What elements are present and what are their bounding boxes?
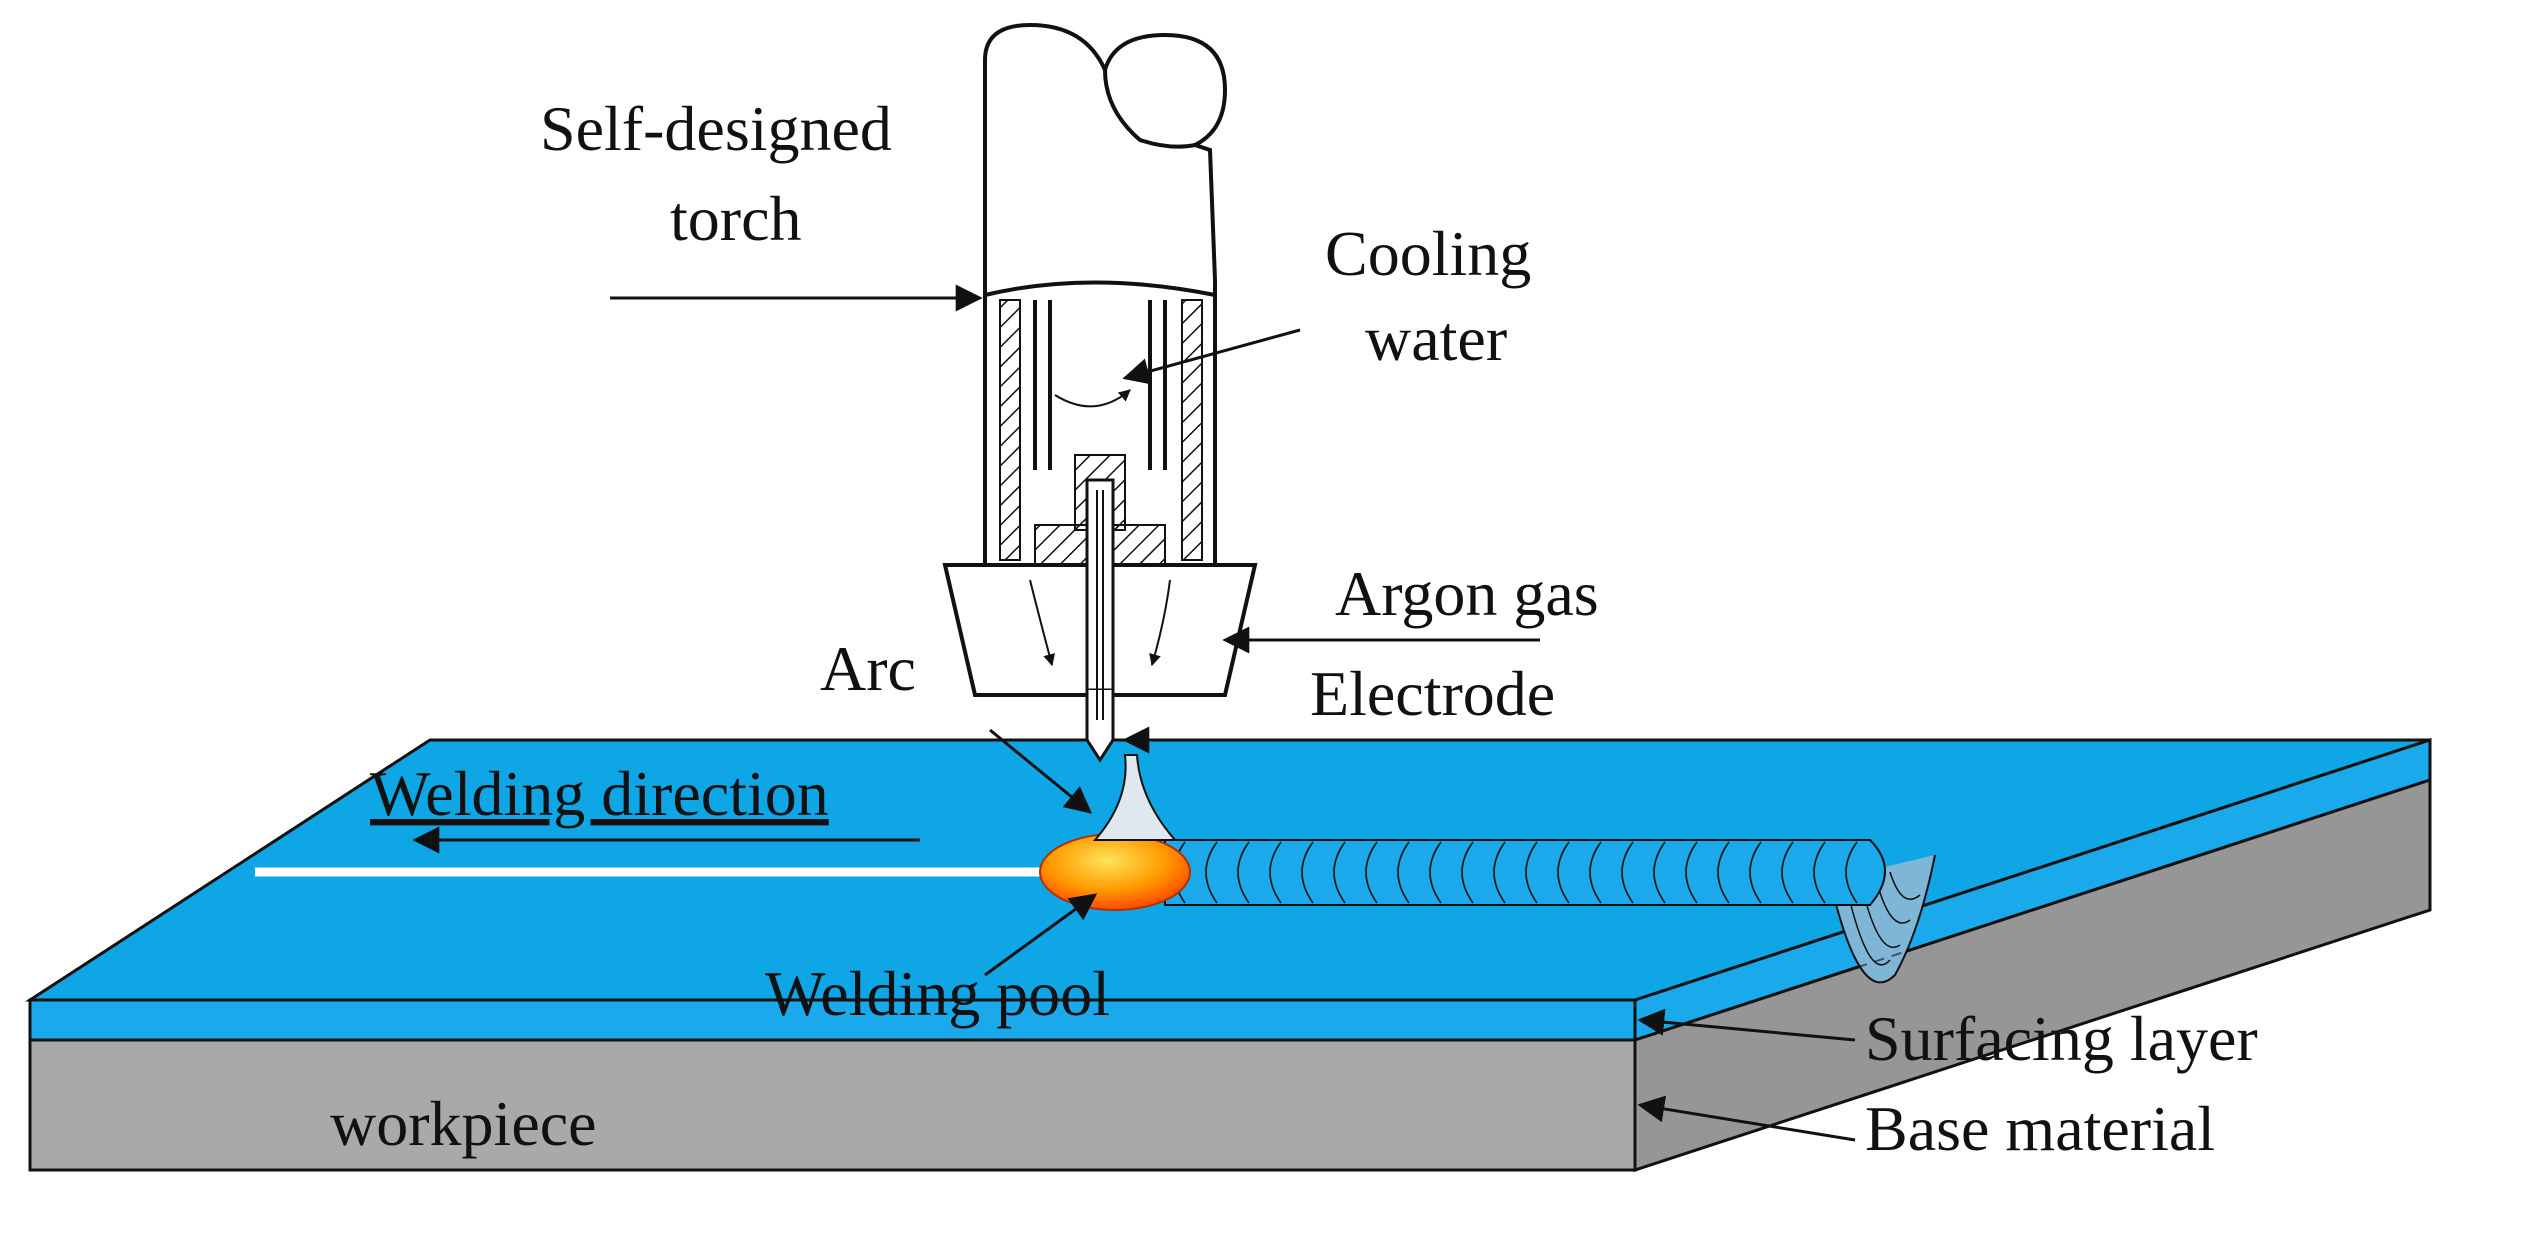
- surfacing-pointer: [1637, 1008, 1856, 1042]
- base-label: Base material: [1865, 1093, 2215, 1164]
- bead-ripple: [1717, 841, 1730, 904]
- welding-pool: [1039, 833, 1191, 911]
- bead-ripple: [1429, 841, 1442, 904]
- electrode: [1085, 478, 1115, 763]
- base-material-side: [1633, 777, 2432, 1173]
- bead-ripple: [1397, 841, 1410, 904]
- bead-ripple: [1621, 841, 1634, 904]
- arc-cone: [1092, 754, 1178, 841]
- base-material-front: [28, 1038, 1637, 1172]
- arc-label: Arc: [820, 633, 916, 704]
- bead-ripple: [1493, 841, 1506, 904]
- workpiece-label: workpiece: [330, 1088, 597, 1159]
- flow-arrows: [1029, 389, 1171, 667]
- bead-ripple: [1813, 841, 1826, 904]
- bead-ripple: [1781, 841, 1794, 904]
- bead-ripple: [1205, 841, 1218, 904]
- cooling-label-line2: water: [1365, 303, 1507, 374]
- bead-ripple: [1365, 841, 1378, 904]
- base-pointer: [1637, 1095, 1856, 1142]
- direction-label: Welding direction: [370, 758, 829, 829]
- cooling-pointer: [1122, 328, 1301, 385]
- bead-ripple: [1749, 841, 1762, 904]
- weld-bead: [1164, 839, 1886, 906]
- arc-pointer: [989, 728, 1093, 814]
- bead-ripple: [1237, 841, 1250, 904]
- bead-ripple: [1557, 841, 1570, 904]
- pointer-arrows: [412, 284, 1856, 1142]
- bead-ripple: [1653, 841, 1666, 904]
- torch-label-line1: Self-designed: [540, 93, 892, 164]
- bead-ripple: [1589, 841, 1602, 904]
- bead-ripple: [1461, 841, 1474, 904]
- bead-ripple: [1845, 841, 1858, 904]
- cooling-label-line1: Cooling: [1325, 218, 1531, 289]
- pool-pointer: [984, 893, 1098, 977]
- torch-label-line2: torch: [670, 183, 802, 254]
- bead-ripple: [1333, 841, 1346, 904]
- bead-ripple: [1525, 841, 1538, 904]
- argon-label: Argon gas: [1335, 558, 1599, 629]
- bead-ripple: [1269, 841, 1282, 904]
- electrode-label: Electrode: [1310, 658, 1555, 729]
- bead-ripple: [1301, 841, 1314, 904]
- bead-ripple: [1685, 841, 1698, 904]
- pool-label: Welding pool: [765, 958, 1110, 1029]
- surfacing-label: Surfacing layer: [1865, 1003, 2258, 1074]
